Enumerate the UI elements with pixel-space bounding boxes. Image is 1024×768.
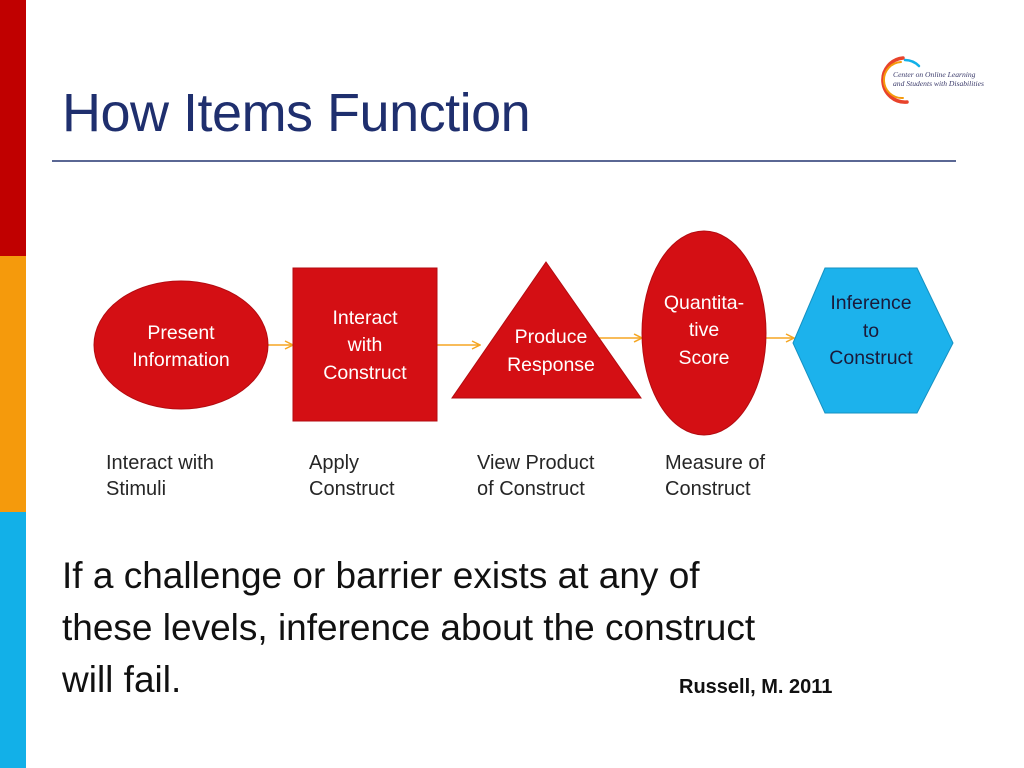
logo-line-1: Center on Online Learning bbox=[893, 70, 976, 79]
step-label-line: Score bbox=[679, 347, 730, 369]
logo-text: Center on Online Learning and Students w… bbox=[893, 70, 1013, 88]
step-caption-4: Measure of Construct bbox=[665, 450, 835, 502]
statement-line: these levels, inference about the constr… bbox=[62, 607, 756, 648]
slide-title: How Items Function bbox=[62, 83, 531, 143]
step-label-line: Information bbox=[132, 349, 230, 371]
step-label-line: with bbox=[347, 334, 383, 356]
step-label-line: to bbox=[863, 320, 879, 342]
step-caption-3: View Product of Construct bbox=[477, 450, 647, 502]
step-label-line: Construct bbox=[829, 347, 913, 369]
caption-line: View Product bbox=[477, 452, 595, 474]
step-caption-1: Interact with Stimuli bbox=[106, 450, 276, 502]
step-caption-2: Apply Construct bbox=[309, 450, 479, 502]
caption-line: Interact with bbox=[106, 452, 214, 474]
step-label-line: tive bbox=[689, 319, 719, 341]
sidebar-blue-band bbox=[0, 512, 26, 768]
citation: Russell, M. 2011 bbox=[679, 676, 833, 698]
statement-line: If a challenge or barrier exists at any … bbox=[62, 555, 700, 596]
step-shape-triangle bbox=[451, 261, 642, 399]
organization-logo: Center on Online Learning and Students w… bbox=[873, 52, 1013, 110]
caption-line: Construct bbox=[309, 478, 395, 500]
step-label-line: Quantita- bbox=[664, 292, 744, 314]
step-inference-to-construct: Inference to Construct bbox=[792, 267, 954, 414]
step-label-line: Construct bbox=[323, 362, 407, 384]
sidebar-accent bbox=[0, 0, 26, 768]
step-produce-response: Produce Response bbox=[451, 261, 642, 399]
summary-statement: If a challenge or barrier exists at any … bbox=[62, 550, 942, 706]
statement-line: will fail. bbox=[62, 659, 182, 700]
sidebar-orange-band bbox=[0, 256, 26, 512]
step-label-line: Inference bbox=[830, 292, 911, 314]
step-interact-with-construct: Interact with Construct bbox=[292, 267, 438, 422]
caption-line: Apply bbox=[309, 452, 360, 474]
step-shape-ellipse bbox=[93, 280, 269, 410]
step-quantitative-score: Quantita- tive Score bbox=[641, 230, 767, 436]
step-label-line: Response bbox=[507, 354, 595, 376]
step-label-line: Produce bbox=[515, 326, 588, 348]
logo-swirl-icon bbox=[881, 56, 921, 104]
caption-line: of Construct bbox=[477, 478, 585, 500]
title-rule bbox=[52, 160, 956, 162]
step-shape-oval bbox=[641, 230, 767, 436]
step-label-line: Present bbox=[147, 322, 215, 344]
caption-line: Stimuli bbox=[106, 478, 167, 500]
step-present-information: Present Information bbox=[93, 280, 269, 410]
logo-line-2: and Students with Disabilities bbox=[893, 79, 984, 88]
step-label-line: Interact bbox=[332, 307, 398, 329]
step-shape-square bbox=[292, 267, 438, 422]
caption-line: Construct bbox=[665, 478, 751, 500]
sidebar-red-band bbox=[0, 0, 26, 256]
caption-line: Measure of bbox=[665, 452, 766, 474]
step-shape-hexagon bbox=[792, 267, 954, 414]
